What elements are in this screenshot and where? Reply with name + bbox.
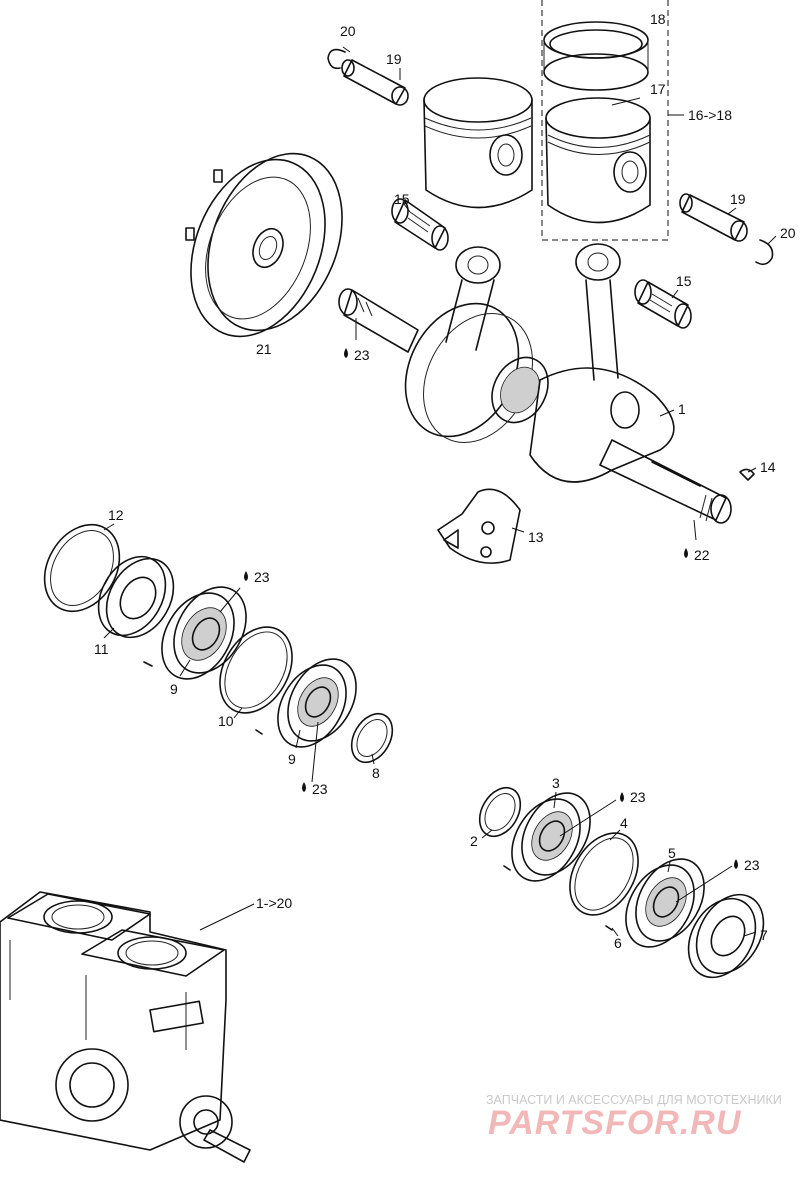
label-5: 5 bbox=[668, 845, 676, 861]
label-9b: 9 bbox=[288, 751, 296, 767]
flywheel bbox=[185, 152, 343, 338]
label-9a: 9 bbox=[170, 681, 178, 697]
drop-icon bbox=[734, 859, 738, 869]
connecting-rod-right bbox=[575, 243, 621, 381]
label-20a: 20 bbox=[340, 23, 356, 39]
part-labels: 18 17 16->18 20 19 19 20 15 15 21 23 1 1… bbox=[94, 11, 796, 951]
label-14: 14 bbox=[760, 459, 776, 475]
leader-lines bbox=[103, 46, 777, 937]
ball-bearing-9a bbox=[161, 586, 247, 680]
ball-bearing-5 bbox=[625, 858, 705, 948]
label-12: 12 bbox=[108, 507, 124, 523]
label-18: 18 bbox=[650, 11, 666, 27]
pin-6 bbox=[605, 925, 613, 931]
label-15a: 15 bbox=[394, 191, 410, 207]
circlip-left bbox=[327, 48, 346, 70]
label-15b: 15 bbox=[676, 273, 692, 289]
engine-block bbox=[0, 891, 251, 1163]
label-1: 1 bbox=[678, 401, 686, 417]
label-1-20: 1->20 bbox=[256, 895, 292, 911]
crankshaft bbox=[338, 288, 732, 524]
deflector bbox=[437, 488, 521, 564]
label-23b: 23 bbox=[254, 569, 270, 585]
label-11: 11 bbox=[94, 641, 109, 657]
seal-11 bbox=[97, 555, 175, 639]
ring-8 bbox=[350, 712, 394, 764]
ring-4 bbox=[569, 832, 639, 916]
drop-icon bbox=[302, 782, 306, 792]
pin-10 bbox=[255, 729, 263, 735]
label-7: 7 bbox=[760, 927, 768, 943]
piston-kit-piston bbox=[545, 97, 651, 224]
drop-icon bbox=[620, 792, 624, 802]
drop-icon bbox=[684, 548, 688, 558]
needle-bearing-left bbox=[391, 198, 449, 251]
label-19a: 19 bbox=[386, 51, 402, 67]
seal-7 bbox=[687, 893, 765, 979]
label-17: 17 bbox=[650, 81, 666, 97]
watermark: ЗАПЧАСТИ И АКСЕССУАРЫ ДЛЯ МОТОТЕХНИКИ PA… bbox=[486, 1093, 782, 1142]
lubricant-drop-icons bbox=[244, 348, 738, 869]
label-22: 22 bbox=[694, 547, 710, 563]
piston-ring bbox=[543, 21, 649, 91]
woodruff-key bbox=[739, 468, 755, 481]
gasket-12 bbox=[43, 523, 121, 613]
label-23e: 23 bbox=[744, 857, 760, 873]
label-23c: 23 bbox=[312, 781, 328, 797]
label-19b: 19 bbox=[730, 191, 746, 207]
label-20b: 20 bbox=[780, 225, 796, 241]
label-16-18: 16->18 bbox=[688, 107, 732, 123]
ball-bearing-3 bbox=[511, 792, 591, 882]
label-21: 21 bbox=[256, 341, 272, 357]
pin-9a bbox=[143, 661, 153, 667]
circlip-right bbox=[755, 239, 774, 266]
label-23a: 23 bbox=[354, 347, 370, 363]
piston bbox=[423, 77, 533, 209]
piston-pin-left bbox=[341, 59, 409, 106]
label-10: 10 bbox=[218, 713, 234, 729]
pin-3 bbox=[503, 865, 511, 871]
label-3: 3 bbox=[552, 775, 560, 791]
ring-2 bbox=[478, 786, 522, 838]
label-2: 2 bbox=[470, 833, 478, 849]
drop-icon bbox=[244, 571, 248, 581]
watermark-tagline: ЗАПЧАСТИ И АКСЕССУАРЫ ДЛЯ МОТОТЕХНИКИ bbox=[486, 1093, 782, 1107]
label-4: 4 bbox=[620, 815, 628, 831]
ball-bearing-9b bbox=[277, 658, 357, 748]
piston-pin-right bbox=[679, 193, 748, 242]
label-8: 8 bbox=[372, 765, 380, 781]
needle-bearing-right bbox=[634, 279, 692, 329]
connecting-rod-left bbox=[445, 246, 501, 351]
label-6: 6 bbox=[614, 935, 622, 951]
label-13: 13 bbox=[528, 529, 544, 545]
drop-icon bbox=[344, 348, 348, 358]
label-23d: 23 bbox=[630, 789, 646, 805]
piston-kit-bracket bbox=[541, 0, 684, 241]
watermark-brand: PARTSFOR.RU bbox=[488, 1104, 742, 1142]
ring-10 bbox=[219, 626, 293, 714]
